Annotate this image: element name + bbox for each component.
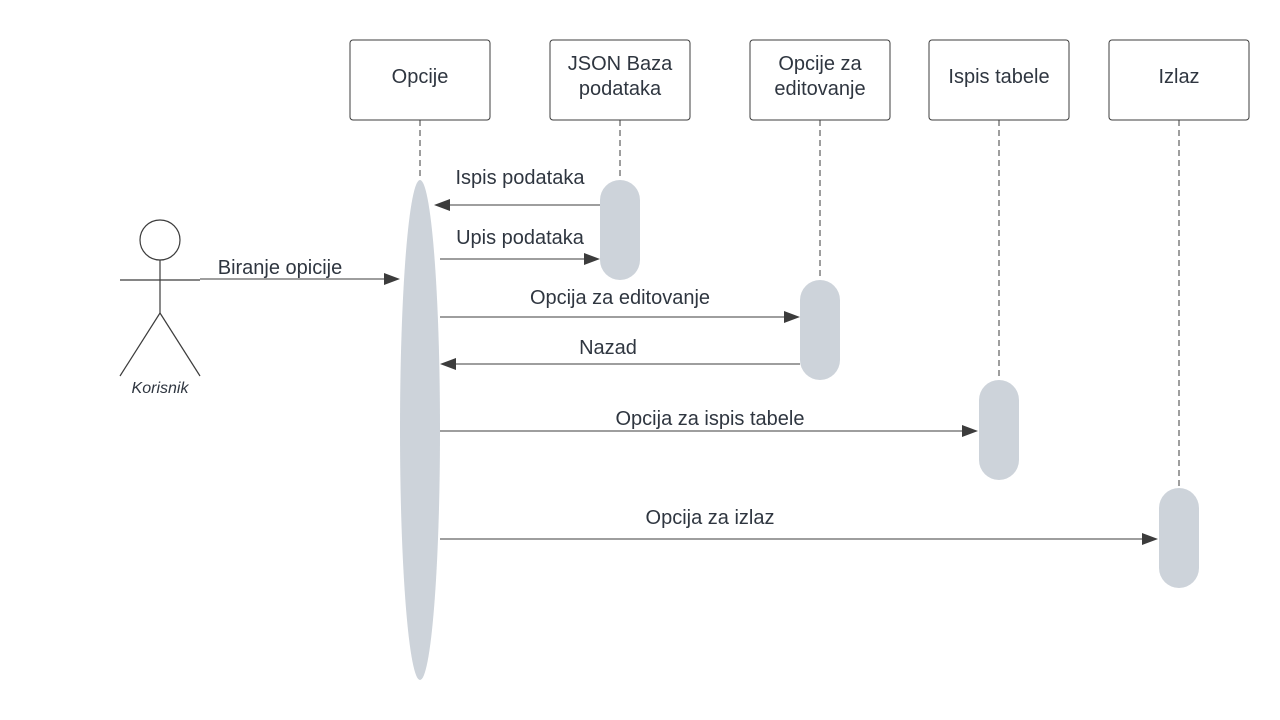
arrowhead <box>434 199 450 211</box>
message-label: Biranje opicije <box>218 257 343 279</box>
activation-bar-json-baza <box>600 180 640 280</box>
arrowhead <box>440 358 456 370</box>
actor-label: Korisnik <box>132 380 190 397</box>
message-upis-podataka: Upis podataka <box>440 227 600 265</box>
arrowhead <box>1142 533 1158 545</box>
message-label: Opcija za editovanje <box>530 287 710 309</box>
participant-label-line-2: podataka <box>579 78 662 100</box>
participant-izlaz: Izlaz <box>1108 39 1250 121</box>
message-label: Nazad <box>579 337 637 359</box>
participant-json-baza: JSON Baza podataka <box>549 39 691 121</box>
actor-korisnik: Korisnik <box>119 219 201 397</box>
participant-label: Ispis tabele <box>948 66 1049 88</box>
arrowhead <box>584 253 600 265</box>
activation-bar-ispis-tabele <box>979 380 1019 480</box>
message-biranje-opicije: Biranje opicije <box>200 257 400 285</box>
message-opcija-za-ispis-tabele: Opcija za ispis tabele <box>440 408 978 437</box>
message-ispis-podataka: Ispis podataka <box>434 167 600 211</box>
participant-label-line-1: Opcije za <box>778 53 862 75</box>
arrowhead <box>784 311 800 323</box>
message-label: Opcija za ispis tabele <box>616 408 805 430</box>
message-label: Upis podataka <box>456 227 585 249</box>
participant-label-line-1: JSON Baza <box>568 53 673 75</box>
message-opcija-za-izlaz: Opcija za izlaz <box>440 507 1158 545</box>
activation-bar-opcije-editovanje <box>800 280 840 380</box>
participant-label: Izlaz <box>1158 66 1199 88</box>
message-opcija-za-editovanje: Opcija za editovanje <box>440 287 800 323</box>
participant-label: Opcije <box>392 66 449 88</box>
participant-opcije: Opcije <box>349 39 491 121</box>
activation-bar-izlaz <box>1159 488 1199 588</box>
arrowhead <box>962 425 978 437</box>
message-label: Opcija za izlaz <box>646 507 775 529</box>
participant-label-line-2: editovanje <box>774 78 865 100</box>
activation-bar-opcije <box>400 180 440 680</box>
participant-opcije-editovanje: Opcije za editovanje <box>749 39 891 121</box>
message-label: Ispis podataka <box>456 167 586 189</box>
actor-head <box>139 219 181 261</box>
participant-ispis-tabele: Ispis tabele <box>928 39 1070 121</box>
arrowhead <box>384 273 400 285</box>
message-nazad: Nazad <box>440 337 800 370</box>
